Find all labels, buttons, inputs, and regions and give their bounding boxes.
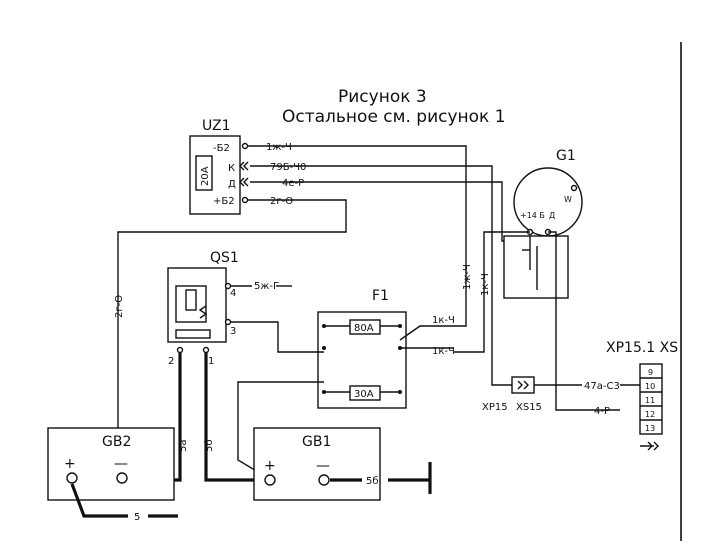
xp15-1-terminal-block: XP15.1 XS 9 10 11 12 13 <box>606 340 678 451</box>
wire-47a-c3: 47а-С3 <box>584 381 620 392</box>
xp15-pin-9: 9 <box>648 368 653 377</box>
g1-generator: G1 +14 Б W Д <box>503 148 583 299</box>
wire-4-r: 4-Р <box>594 406 610 417</box>
qs1-pin-3: 3 <box>230 326 236 337</box>
xp15-xs15-connector: XP15 XS15 <box>482 376 542 413</box>
wire-4e-r: 4е-Р <box>282 178 304 189</box>
xp15-pin-12: 12 <box>645 410 655 419</box>
wire-5: 5 <box>134 512 140 523</box>
qs1-label: QS1 <box>210 250 239 266</box>
figure-title: Рисунок 3 <box>338 87 427 107</box>
qs1-switch: QS1 4 3 2 1 <box>167 250 239 367</box>
uz1-rating: 20А <box>200 166 211 186</box>
wire-5zh-g: 5ж-Г <box>254 281 279 292</box>
g1-w-terminal: W <box>564 195 572 204</box>
g1-label: G1 <box>556 148 576 164</box>
uz1-regulator: UZ1 20А -Б2 К Д +Б2 <box>189 118 249 215</box>
wire-2g-o: 2г-О <box>270 196 293 207</box>
gb2-minus: — <box>114 456 128 472</box>
gb2-battery: GB2 + — <box>47 427 175 501</box>
xs15-label: XS15 <box>516 402 542 413</box>
uz1-pin-minus-b2: -Б2 <box>213 143 230 154</box>
uz1-pin-d: Д <box>228 179 236 190</box>
gb1-battery: GB1 + — <box>253 427 381 501</box>
wire-2g-o-vertical: 2г-О <box>114 295 125 318</box>
qs1-pin-4: 4 <box>230 288 236 299</box>
wire-5b-ground: 5б <box>366 476 379 487</box>
wire-1zh-ch-vertical: 1ж-Ч <box>462 264 473 290</box>
uz1-pin-plus-b2: +Б2 <box>213 196 235 207</box>
xp15-label: XP15 <box>482 402 508 413</box>
gb2-label: GB2 <box>102 434 131 450</box>
wire-5b: 5б <box>204 439 215 452</box>
uz1-label: UZ1 <box>202 118 231 134</box>
wire-1zh-ch: 1ж-Ч <box>266 142 292 153</box>
gb2-plus: + <box>64 456 76 472</box>
wire-5a: 5а <box>178 440 189 453</box>
xp15-1-header: XP15.1 XS <box>606 340 678 356</box>
gb1-minus: — <box>316 458 330 474</box>
qs1-pin-1: 1 <box>208 356 214 367</box>
gb1-label: GB1 <box>302 434 331 450</box>
wire-1k-ch-top: 1к-Ч <box>432 315 455 326</box>
wire-1k-ch-bottom: 1к-Ч <box>432 346 455 357</box>
f1-fuse-30a: 30А <box>354 389 374 400</box>
f1-fuse-80a: 80А <box>354 323 374 334</box>
g1-plus-terminal: +14 Б <box>520 211 545 220</box>
xp15-pin-10: 10 <box>645 382 655 391</box>
xp15-pin-11: 11 <box>645 396 655 405</box>
xp15-pin-13: 13 <box>645 424 655 433</box>
wire-79b-ch0: 79Б-Ч0 <box>270 162 306 173</box>
figure-subtitle: Остальное см. рисунок 1 <box>282 107 506 127</box>
f1-fuse-block: F1 80А 30А <box>317 288 407 409</box>
gb1-plus: + <box>264 458 276 474</box>
g1-d-terminal: Д <box>549 211 555 220</box>
qs1-pin-2: 2 <box>168 356 174 367</box>
f1-label: F1 <box>372 288 389 304</box>
wire-1k-ch-vertical: 1к-Ч <box>480 273 491 296</box>
uz1-pin-k: К <box>228 163 235 174</box>
